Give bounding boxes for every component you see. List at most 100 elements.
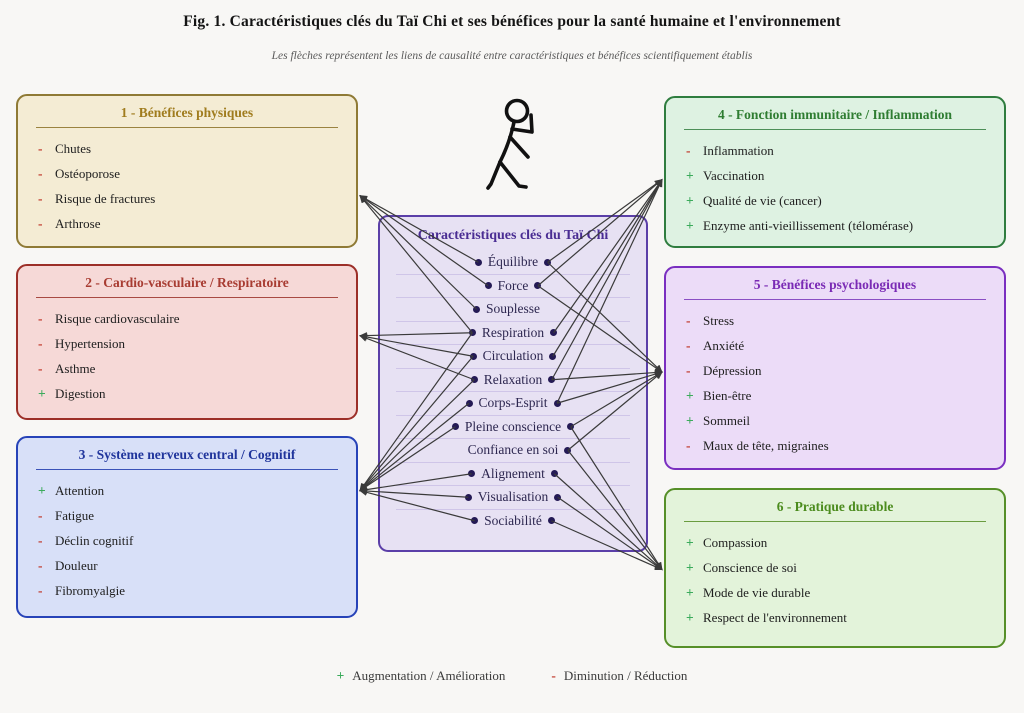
box-title: 1 - Bénéfices physiques [36,96,338,128]
box-title: 3 - Système nerveux central / Cognitif [36,438,338,470]
row-divider [396,344,630,345]
box-item: -Déclin cognitif [18,528,356,553]
box-title: 5 - Bénéfices psychologiques [684,268,986,300]
box-item-label: Conscience de soi [703,559,797,575]
box-item: + Conscience de soi [666,555,1004,580]
row-divider [396,461,630,463]
minus-icon: - [38,507,43,523]
plus-icon: + [686,387,694,403]
box-item: -Inflammation [666,138,1004,163]
characteristic-label: Pleine conscience [464,418,562,434]
characteristic-item: Visualisation [380,486,646,509]
box-item: -Hypertension [18,331,356,356]
minus-icon: - [38,557,43,573]
plus-icon: + [686,412,694,428]
box-item-list: +Attention-Fatigue-Déclin cognitif-Doule… [18,470,356,603]
box-item: -Ostéoporose [18,161,356,186]
box-title: 4 - Fonction immunitaire / Inflammation [684,98,986,130]
bullet-dot-icon [474,258,482,266]
row-divider [396,485,630,486]
box-item-label: Mode de vie durable [703,584,811,600]
box-item-list: -Risque cardiovasculaire-Hypertension-As… [18,298,356,406]
bullet-dot-icon [484,282,492,290]
characteristic-label: Alignement [481,465,545,481]
characteristic-label: Sociabilité [484,512,542,528]
characteristic-item: Relaxation [380,369,646,392]
box-item: + Mode de vie durable [666,580,1004,605]
tai-chi-figure-icon [486,98,534,190]
box-item-label: Asthme [55,360,96,376]
bullet-dot-icon [567,423,575,431]
box-item-label: Stress [703,312,735,328]
minus-icon: - [38,360,43,376]
plus-icon: + [38,482,46,498]
box-item: + Attention [18,478,356,503]
bullet-dot-icon [465,399,473,407]
box-item: -Anxiété [666,333,1004,358]
box-title: 2 - Cardio-vasculaire / Respiratoire [36,266,338,298]
figure-subtitle: Les flèches représentent les liens de ca… [271,50,753,62]
minus-icon: - [38,165,43,181]
characteristic-label: Circulation [482,348,544,364]
minus-icon: - [551,668,556,683]
box-item-list: -Chutes-Ostéoporose-Risque de fractures-… [18,128,356,236]
minus-icon: - [38,140,43,156]
box-item: -Maux de tête, migraines [666,433,1004,458]
bullet-dot-icon [464,493,472,501]
box-item-label: Compassion [703,534,768,550]
characteristic-label: Respiration [481,324,545,340]
box-item-label: Attention [55,482,105,498]
box-item: -Risque cardiovasculaire [18,306,356,331]
box-item: +Digestion [18,381,356,406]
box-item: +Bien-être [666,383,1004,408]
benefit-box-sustainable: 6 - Pratique durable + Compassion + Conscie… [664,488,1006,648]
box-item: -Stress [666,308,1004,333]
box-title: 6 - Pratique durable [684,490,986,522]
legend-entry-decrease: - Diminution / Réduction [551,668,687,684]
box-item: -Arthrose [18,211,356,236]
box-item-label: Enzyme anti-vieillissement (télomérase) [703,217,914,233]
box-item-list: -Inflammation + Vaccination +Qualité de vie… [666,130,1004,238]
minus-icon: - [686,312,691,328]
bullet-dot-icon [547,517,555,525]
bullet-dot-icon [468,470,476,478]
characteristic-label: Confiance en soi [467,442,559,458]
box-item-label: Vaccination [703,167,765,183]
row-divider [396,414,630,416]
box-item-label: Maux de tête, migraines [703,437,829,453]
minus-icon: - [686,362,691,378]
minus-icon: - [686,142,691,158]
box-item-label: Douleur [55,557,98,573]
bullet-dot-icon [534,282,542,290]
box-item: -Douleur [18,553,356,578]
box-item: +Qualité de vie (cancer) [666,188,1004,213]
characteristic-label: Souplesse [486,301,540,317]
plus-icon: + [686,559,694,575]
characteristic-item: Respiration [380,322,646,345]
box-item-label: Ostéoporose [55,165,120,181]
legend-label: Augmentation / Amélioration [352,668,506,683]
bullet-dot-icon [468,329,476,337]
box-item-label: Arthrose [55,215,101,231]
bullet-dot-icon [553,399,561,407]
box-item: -Risque de fractures [18,186,356,211]
plus-icon: + [686,167,694,183]
minus-icon: - [38,190,43,206]
plus-icon: + [686,609,694,625]
minus-icon: - [38,215,43,231]
box-item: -Fatigue [18,503,356,528]
bullet-dot-icon [549,352,557,360]
legend: + Augmentation / Amélioration - Diminuti… [0,668,1024,684]
bullet-dot-icon [550,329,558,337]
figure-title: Fig. 1. Caractéristiques clés du Taï Chi… [183,13,841,30]
box-item-label: Digestion [55,385,106,401]
row-divider [396,273,630,275]
characteristic-item: Sociabilité [380,510,646,533]
box-item-label: Fibromyalgie [55,582,126,598]
bullet-dot-icon [564,446,572,454]
bullet-dot-icon [471,517,479,525]
minus-icon: - [38,310,43,326]
box-item-label: Inflammation [703,142,774,158]
legend-entry-increase: + Augmentation / Amélioration [337,668,506,684]
plus-icon: + [686,584,694,600]
